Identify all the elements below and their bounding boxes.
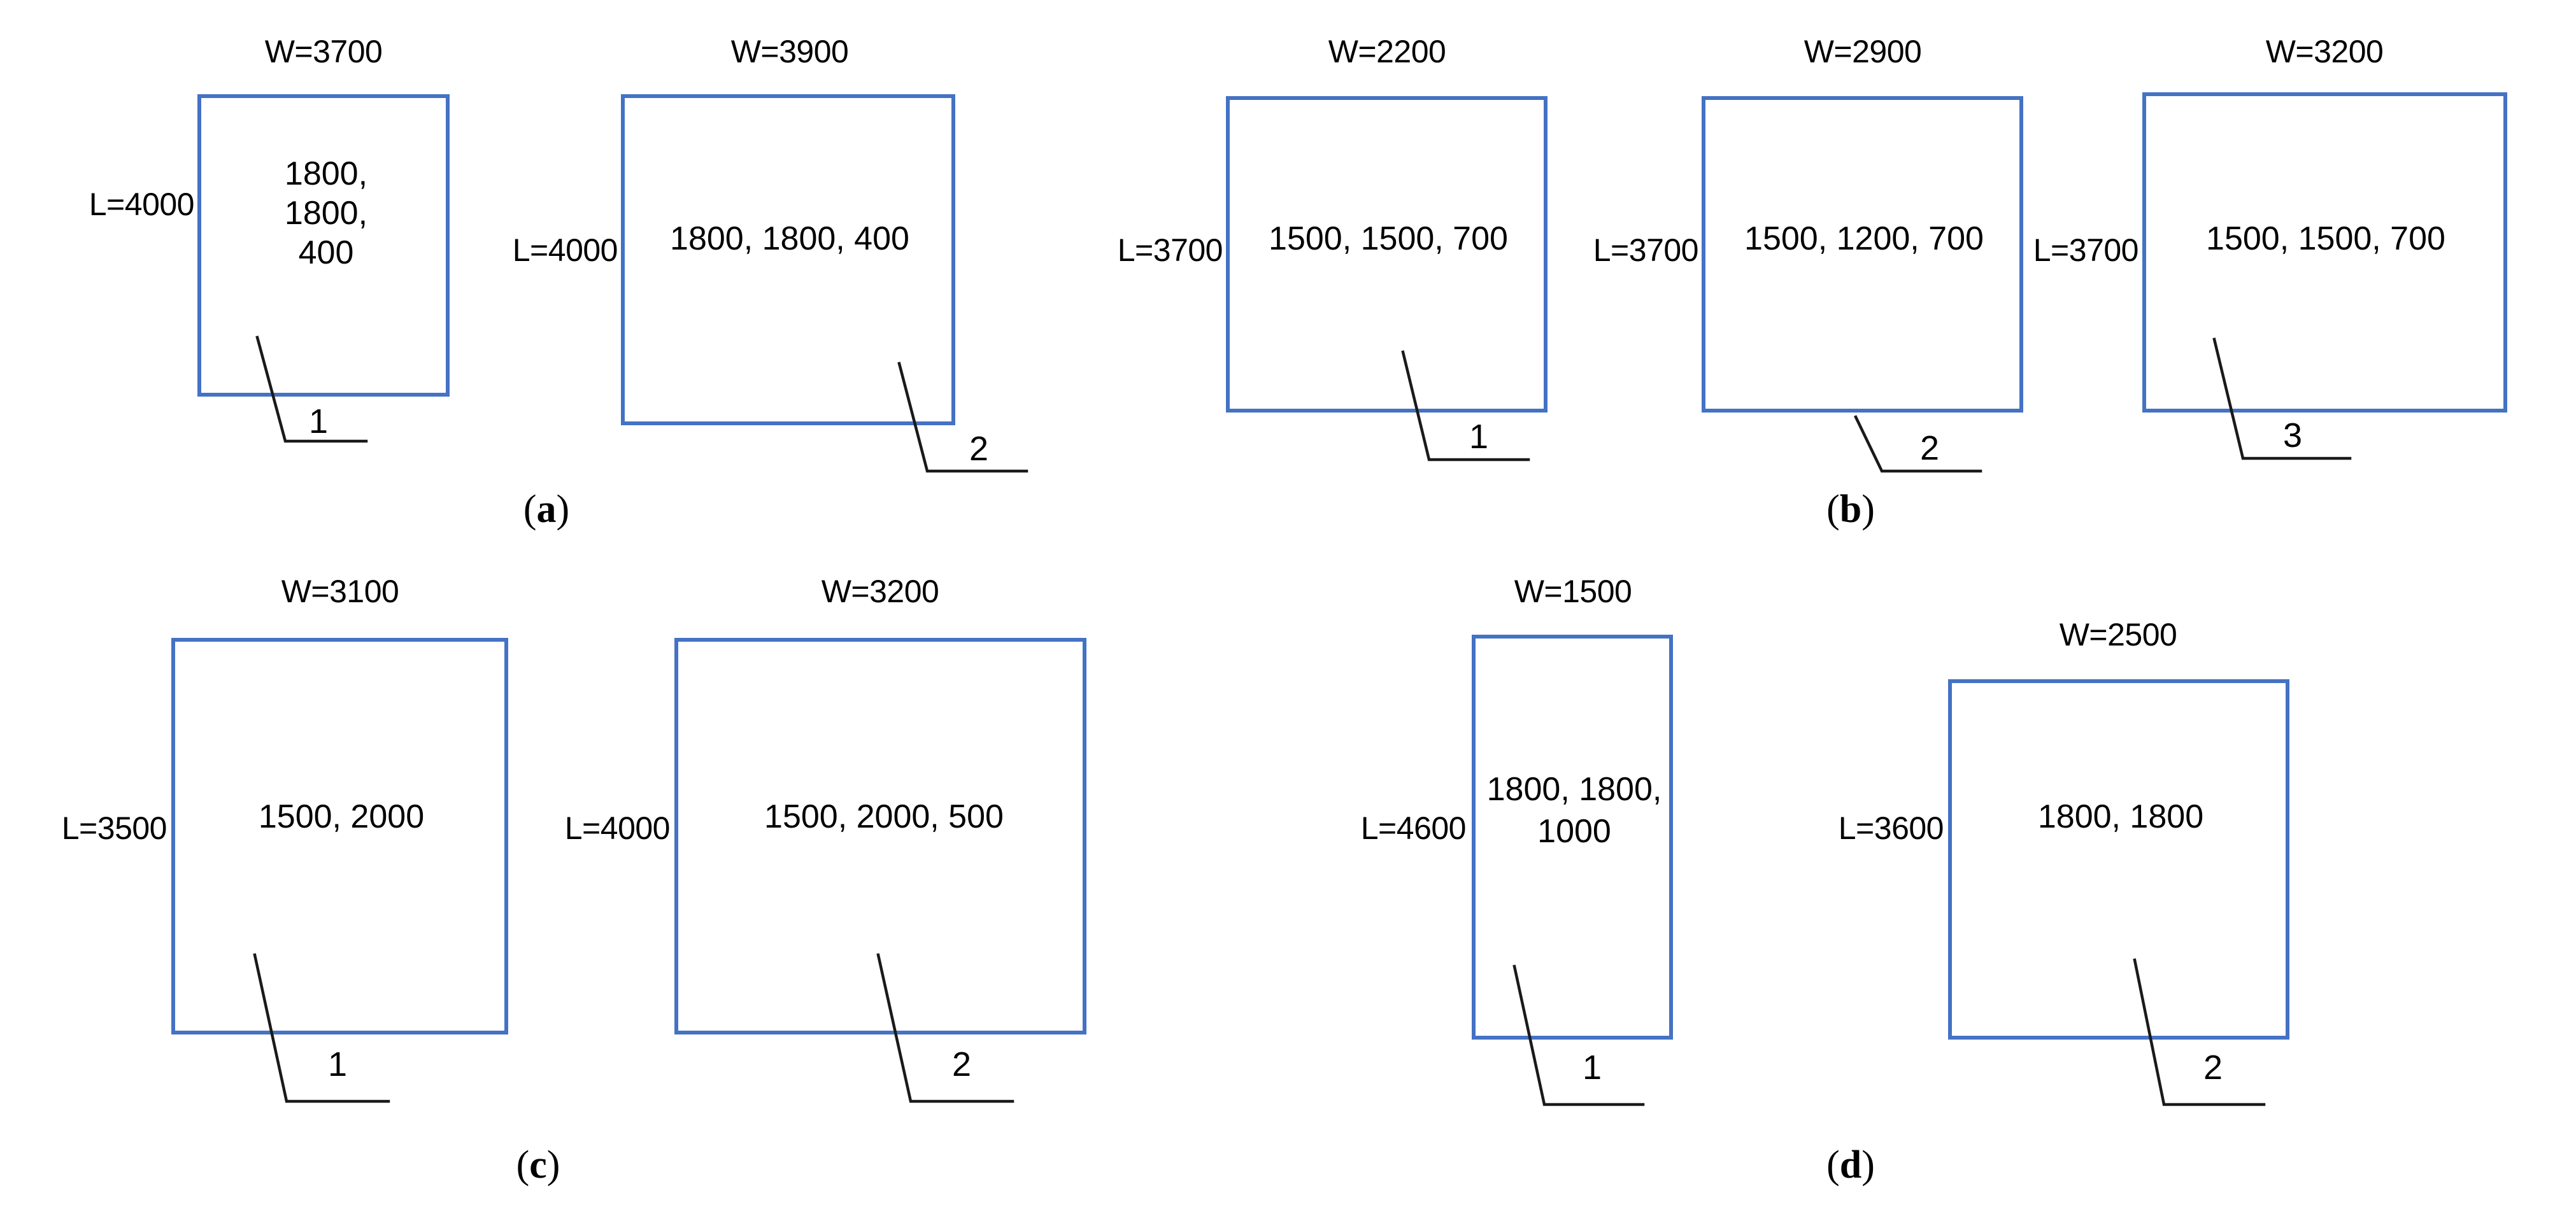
width-label: W=3200 — [2266, 34, 2384, 69]
room-rectangle[interactable] — [197, 94, 450, 397]
room-rectangle[interactable] — [1226, 96, 1548, 413]
width-label: W=2900 — [1804, 34, 1922, 69]
room-values: 1500, 1200, 700 — [1744, 220, 1984, 257]
leader-line — [2212, 337, 2352, 460]
room-values: 1800, 1800, 400 — [670, 220, 909, 257]
leader-line — [876, 953, 1014, 1103]
leader-number: 1 — [309, 402, 328, 441]
leader-line — [1853, 414, 1982, 473]
leader-line — [1401, 350, 1530, 462]
panel-caption: (d) — [1826, 1143, 1875, 1187]
leader-number: 3 — [2283, 416, 2302, 455]
width-label: W=3100 — [281, 574, 399, 609]
room-rectangle[interactable] — [1702, 96, 2023, 413]
leader-number: 1 — [1583, 1048, 1602, 1087]
length-label: L=3700 — [2033, 232, 2138, 268]
length-label: L=4000 — [565, 810, 670, 846]
length-label: L=3600 — [1839, 810, 1944, 846]
room-values: 1500, 1500, 700 — [2206, 220, 2445, 257]
length-label: L=4000 — [513, 232, 618, 268]
panel-caption: (a) — [523, 488, 569, 531]
room-values: 1500, 2000, 500 — [764, 798, 1004, 835]
length-label: L=3700 — [1593, 232, 1698, 268]
room-values: 1800,1800,400 — [285, 155, 367, 271]
leader-number: 1 — [328, 1045, 347, 1083]
width-label: W=2200 — [1328, 34, 1446, 69]
leader-line — [897, 362, 1028, 473]
room-rectangle[interactable] — [1948, 679, 2289, 1040]
leader-line — [2133, 958, 2266, 1106]
room-rectangle[interactable] — [171, 638, 508, 1034]
leader-number: 1 — [1469, 418, 1488, 456]
leader-number: 2 — [2203, 1048, 2223, 1087]
width-label: W=3900 — [731, 34, 849, 69]
room-rectangle[interactable] — [2142, 92, 2507, 413]
length-label: L=3500 — [62, 810, 167, 846]
leader-number: 2 — [952, 1045, 971, 1083]
length-label: L=4000 — [89, 187, 194, 222]
room-values: 1500, 1500, 700 — [1269, 220, 1508, 257]
panel-caption: (b) — [1826, 488, 1875, 531]
width-label: W=1500 — [1514, 574, 1632, 609]
leader-number: 2 — [1920, 429, 1939, 467]
length-label: L=3700 — [1118, 232, 1223, 268]
leader-line — [255, 335, 368, 443]
width-label: W=2500 — [2060, 617, 2177, 653]
leader-line — [1512, 964, 1645, 1106]
room-values: 1800, 1800 — [2038, 798, 2203, 835]
leader-line — [253, 953, 390, 1103]
panel-caption: (c) — [516, 1143, 560, 1187]
room-rectangle[interactable] — [674, 638, 1086, 1034]
length-label: L=4600 — [1361, 810, 1466, 846]
width-label: W=3700 — [265, 34, 383, 69]
room-rectangle[interactable] — [621, 94, 955, 425]
room-values: 1500, 2000 — [259, 798, 424, 835]
leader-number: 2 — [969, 430, 988, 468]
room-rectangle[interactable] — [1472, 635, 1673, 1040]
room-values: 1800, 1800,1000 — [1487, 771, 1662, 850]
width-label: W=3200 — [822, 574, 939, 609]
